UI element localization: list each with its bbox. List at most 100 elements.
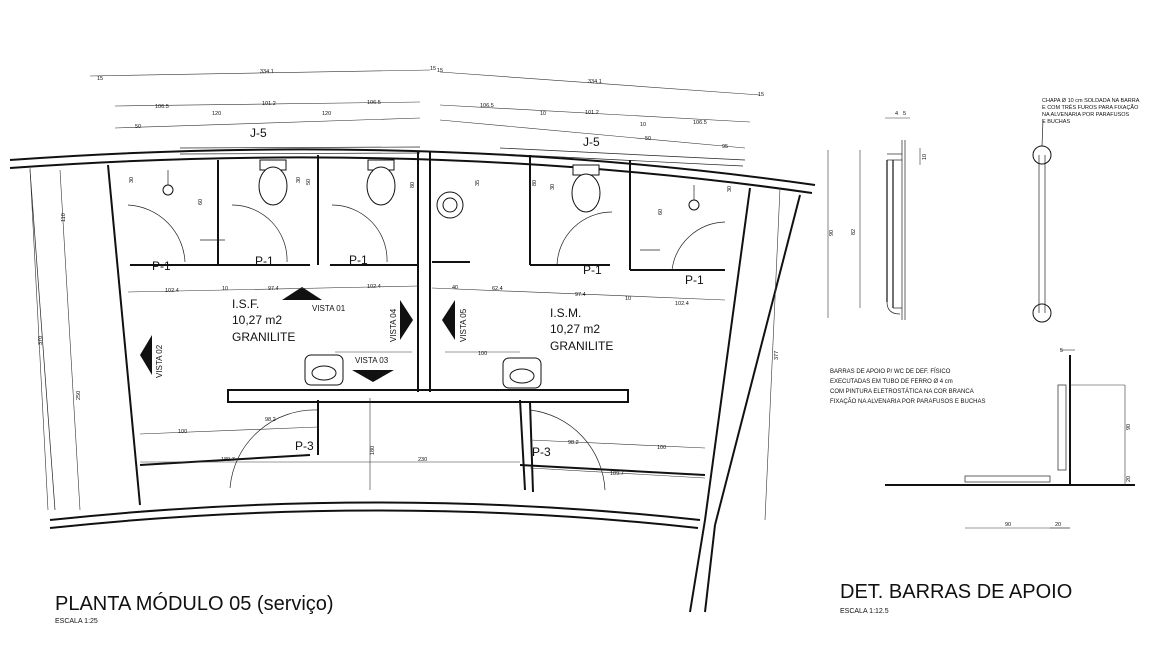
dimension-text: 50 <box>306 179 312 185</box>
note-line: NA ALVENARIA POR PARAFUSOS <box>1042 112 1130 118</box>
dimension-text: 102.4 <box>675 301 689 307</box>
dimension-text: 60 <box>198 199 204 205</box>
room-finish: GRANILITE <box>550 339 613 353</box>
dimension-text: 50 <box>135 124 141 130</box>
dimension-text: 189.7 <box>221 457 235 463</box>
dimension-text: 106.5 <box>480 103 494 109</box>
note-line: E BUCHAS <box>1042 119 1070 125</box>
note-line: BARRAS DE APOIO P/ WC DE DEF. FÍSICO <box>830 368 951 375</box>
dimension-text: 334.1 <box>588 79 602 85</box>
detail-notes: CHAPA Ø 10 cm SOLDADA NA BARRA E COM TRÊ… <box>830 98 1140 405</box>
dimension-text: 377 <box>774 351 780 360</box>
dimension-text: 15 <box>758 92 764 98</box>
dimension-text: 189.7 <box>610 471 624 477</box>
dimension-text: 101.2 <box>585 110 599 116</box>
dimension-text: 30 <box>727 186 733 192</box>
grab-bar-side-view <box>827 117 921 320</box>
dimension-text: 230 <box>418 457 427 463</box>
dimension-text: 15 <box>430 66 436 72</box>
dimension-text: 10 <box>222 286 228 292</box>
door-label: P-1 <box>583 263 602 277</box>
plan-outline <box>9 146 816 613</box>
note-line: CHAPA Ø 10 cm SOLDADA NA BARRA <box>1042 98 1140 104</box>
dimension-text: 370 <box>38 336 44 345</box>
dimension-text: 106.5 <box>367 100 381 106</box>
dimension-text: 10 <box>640 122 646 128</box>
detail-scale: ESCALA 1:12.5 <box>840 608 889 615</box>
door-label: P-1 <box>152 259 171 273</box>
dimension-text: 110 <box>61 213 67 222</box>
door-label: P-1 <box>685 273 704 287</box>
dimension-text: 97.4 <box>575 292 586 298</box>
note-line: E COM TRÊS FUROS PARA FIXAÇÃO <box>1042 103 1139 111</box>
door-label: P-3 <box>532 445 551 459</box>
dimension-text: 97.4 <box>268 286 279 292</box>
room-area: 10,27 m2 <box>232 313 282 327</box>
plan-labels: J-5 J-5 P-1 P-1 P-1 P-1 P-1 P-3 P-3 I.S.… <box>152 126 704 459</box>
dimension-text: 250 <box>76 391 82 400</box>
dimension-text: 15 <box>437 68 443 74</box>
dimension-text: 100 <box>657 445 666 451</box>
dimension-text: 95 <box>722 144 728 150</box>
plan-dimension-text: 334.1 334.1 15 15 15 15 106.5 101.2 106.… <box>38 66 780 477</box>
window-label: J-5 <box>583 135 600 149</box>
plan-scale: ESCALA 1:25 <box>55 618 98 625</box>
view-label: VISTA 02 <box>155 344 164 378</box>
dimension-text: 5 <box>1060 348 1063 354</box>
note-line: FIXAÇÃO NA ALVENARIA POR PARAFUSOS E BUC… <box>830 398 986 405</box>
dimension-text: 35 <box>475 180 481 186</box>
dimension-text: 10 <box>540 111 546 117</box>
note-line: COM PINTURA ELETROSTÁTICA NA COR BRANCA <box>830 388 974 395</box>
room-name: I.S.M. <box>550 306 581 320</box>
dimension-text: 102.4 <box>367 284 381 290</box>
grab-bar-front-view <box>1032 119 1052 323</box>
door-label: P-1 <box>349 253 368 267</box>
window-label: J-5 <box>250 126 267 140</box>
dimension-text: 90 <box>1005 522 1011 528</box>
dimension-text: 120 <box>322 111 331 117</box>
dimension-text: 102.4 <box>165 288 179 294</box>
view-label: VISTA 04 <box>389 308 398 342</box>
dimension-text: 100 <box>178 429 187 435</box>
room-name: I.S.F. <box>232 297 259 311</box>
dimension-text: 80 <box>410 182 416 188</box>
dimension-lines <box>29 69 781 521</box>
view-label: VISTA 01 <box>312 304 346 313</box>
dimension-text: 15 <box>97 76 103 82</box>
dimension-text: 5 <box>903 111 906 117</box>
door-label: P-3 <box>295 439 314 453</box>
dimension-text: 62.4 <box>492 286 503 292</box>
dimension-text: 10 <box>922 154 928 160</box>
view-label: VISTA 03 <box>355 356 389 365</box>
view-arrows <box>140 287 455 382</box>
detail-title: DET. BARRAS DE APOIO <box>840 581 1072 603</box>
dimension-text: 98.2 <box>265 417 276 423</box>
dimension-text: 20 <box>1126 476 1132 482</box>
dimension-text: 100 <box>478 351 487 357</box>
door-swings <box>127 204 726 491</box>
dimension-text: 60 <box>658 209 664 215</box>
dimension-text: 50 <box>645 136 651 142</box>
dimension-text: 10 <box>625 296 631 302</box>
dimension-text: 20 <box>1055 522 1061 528</box>
room-area: 10,27 m2 <box>550 322 600 336</box>
room-finish: GRANILITE <box>232 330 295 344</box>
plan-title: PLANTA MÓDULO 05 (serviço) <box>55 592 334 615</box>
dimension-text: 98.2 <box>568 440 579 446</box>
toilets <box>258 159 601 213</box>
dimension-text: 90 <box>829 230 835 236</box>
dimension-text: 80 <box>532 180 538 186</box>
sinks <box>304 191 542 389</box>
dimension-text: 30 <box>296 177 302 183</box>
dimension-text: 30 <box>550 184 556 190</box>
grab-bar-symbols <box>162 170 700 251</box>
door-label: P-1 <box>255 254 274 268</box>
dimension-text: 90 <box>1126 424 1132 430</box>
dimension-text: 82 <box>851 229 857 235</box>
grab-bar-corner-view <box>885 349 1135 529</box>
dimension-text: 106.5 <box>155 104 169 110</box>
dimension-text: 40 <box>452 285 458 291</box>
dimension-text: 120 <box>212 111 221 117</box>
dimension-text: 4 <box>895 111 898 117</box>
